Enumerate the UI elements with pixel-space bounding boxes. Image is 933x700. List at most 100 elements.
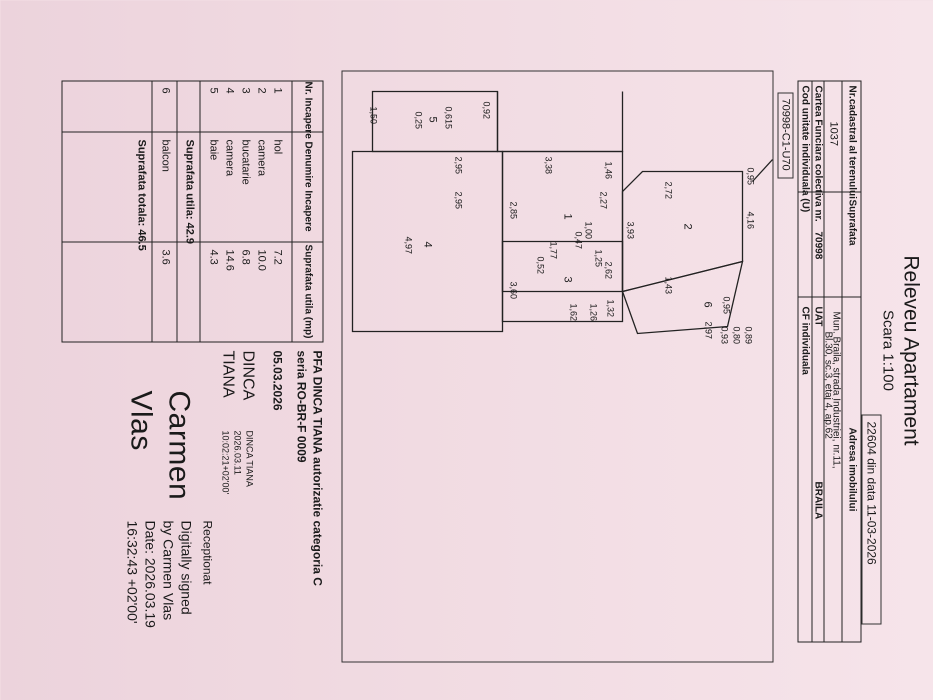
receiver-sig-name-2: Vlas [124, 390, 157, 451]
author-line-1: PFA DINCA TIANA autorizatie categoria C [310, 350, 324, 586]
room-number-1: 1 [561, 213, 573, 220]
receiver-block: Receptionat Carmen Vlas Digitally signed… [33, 350, 214, 680]
digital-sig-4: 16:32:43 +02'00' [124, 520, 140, 624]
row-area: 7.2 [271, 249, 283, 265]
dim-label: 0,80 [731, 326, 741, 344]
hall-left-wall [496, 91, 623, 152]
stamp-small-2: 2026.03.11 [232, 430, 242, 475]
receiver-sig-name-1: Carmen [162, 390, 195, 500]
header-name: Denumire Incapere [302, 140, 313, 232]
carte-value: 70998 [812, 231, 823, 259]
uat-label: UAT [812, 306, 823, 326]
cadastral-number: 1037 [827, 121, 839, 146]
balcony-outline [621, 260, 743, 334]
author-date: 05.03.2026 [270, 350, 284, 411]
dim-label: 0,93 [719, 326, 729, 344]
row-name: camera [255, 139, 267, 176]
dim-label: 2,95 [453, 191, 463, 209]
room-number-4: 4 [421, 241, 433, 248]
scale-label: Scara 1:100 [879, 309, 896, 391]
address-header: Adresa imobilului [846, 427, 857, 511]
cf-label: CF individuala [799, 306, 810, 375]
dim-label: 0,615 [443, 106, 453, 129]
dim-label: 0,52 [535, 256, 545, 274]
row-area: 4.3 [207, 249, 219, 265]
dim-label: 1,62 [568, 303, 578, 321]
row-area: 14.6 [223, 249, 235, 271]
row-area: 6.8 [239, 249, 251, 265]
receiver-label: Receptionat [200, 520, 214, 585]
plan-frame: 2 6 1 3 4 5 0,95 4,16 2,72 3,93 1,43 0,9… [341, 70, 773, 662]
dim-label: 2,85 [508, 201, 518, 219]
dim-label: 0,89 [743, 326, 753, 344]
dim-label: 1,77 [548, 241, 558, 259]
dim-label: 2,97 [703, 321, 713, 339]
total-area: Suprafata totala: 46.5 [135, 139, 147, 251]
room-number-3: 3 [561, 276, 573, 283]
header-area: Suprafata utila (mp) [302, 244, 313, 338]
surface-header: Suprafata [846, 199, 857, 246]
dim-label: 1,32 [605, 299, 615, 317]
dim-label: 4,97 [403, 236, 413, 254]
header-nr: Nr. Incapere [302, 81, 313, 139]
room-number-5: 5 [426, 116, 438, 123]
carte-label: Cartea Funciara colectiva nr. [812, 85, 823, 222]
unit-code-box: 70998-C1-U70 [777, 92, 793, 178]
dim-label: 0,92 [481, 101, 491, 119]
stamp-small-1: DINCA TIANA [244, 430, 254, 487]
row-nr: 1 [271, 87, 283, 94]
dim-label: 2,95 [453, 156, 463, 174]
room-number-6: 6 [701, 301, 713, 308]
stamp-name-1: DINCA [239, 350, 256, 400]
dim-label: 3,60 [508, 281, 518, 299]
document-title: Releveu Apartament [899, 254, 922, 446]
row-name: camera [223, 139, 235, 176]
digital-sig-1: Digitally signed [178, 520, 194, 615]
dim-label: 1,46 [603, 161, 613, 179]
cod-label: Cod unitate individuala (U) [799, 85, 810, 212]
stamp-small-3: 10:02:21+02'00' [220, 430, 230, 494]
author-line-2: seria RO-BR-F 0009 [294, 350, 308, 463]
reference-number: 22604 din data 11-03-2026 [864, 421, 878, 565]
dim-label: 3,38 [543, 156, 553, 174]
row-nr: 5 [207, 87, 219, 94]
dim-label: 2,72 [663, 181, 673, 199]
row-name: hol [271, 139, 283, 154]
dim-label: 1,50 [368, 106, 378, 124]
uat-value: BRAILA [812, 481, 823, 519]
row-nr: 4 [223, 87, 235, 94]
rooms-table: Nr. Incapere Denumire Incapere Suprafata… [61, 80, 323, 342]
dim-label: 1,26 [588, 303, 598, 321]
row-nr: 2 [255, 87, 267, 94]
row-name: baie [207, 139, 219, 160]
digital-sig-3: Date: 2026.03.19 [142, 520, 158, 628]
dim-label: 0,47 [573, 231, 583, 249]
useful-area-total: Suprafata utila: 42.9 [183, 139, 195, 244]
balcony-area: 3.6 [159, 249, 171, 265]
dim-label: 2,27 [598, 191, 608, 209]
dim-label: 2,62 [603, 261, 613, 279]
dim-label: 1,00 [583, 221, 593, 239]
dim-label: 3,93 [625, 221, 635, 239]
digital-sig-2: by Carmen Vlas [160, 520, 176, 620]
stamp-name-2: TIANA [219, 350, 236, 398]
cadastral-table: Nr.cadastral al terenului Suprafata Adre… [797, 80, 861, 642]
dim-label: 0,25 [413, 111, 423, 129]
row-name: bucatarie [239, 139, 251, 185]
unit-code: 70998-C1-U70 [779, 98, 791, 171]
dim-label: 4,16 [745, 211, 755, 229]
row-area: 10.0 [255, 249, 267, 271]
dim-label: 0,95 [745, 167, 755, 185]
room-number-2: 2 [681, 223, 693, 230]
balcony-nr: 6 [159, 87, 171, 94]
floor-plan-svg [351, 90, 772, 334]
address-line-2: Bl.30, sc.3, etaj 4, ap.62 [822, 331, 833, 439]
reference-box: 22604 din data 11-03-2026 [861, 414, 881, 624]
room-2-outline [621, 170, 743, 292]
row-nr: 3 [239, 87, 251, 94]
dim-label: 0,95 [721, 296, 731, 314]
cadastral-header: Nr.cadastral al terenului [846, 85, 857, 199]
balcony-name: balcon [159, 139, 171, 172]
